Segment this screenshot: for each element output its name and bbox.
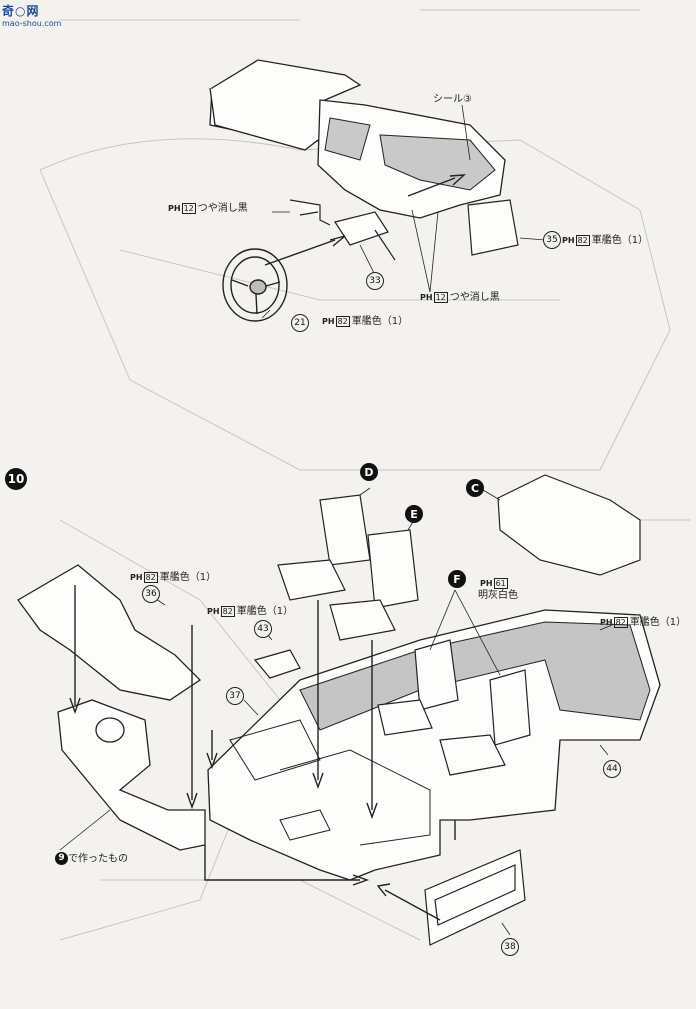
- seat-e-marker: E: [405, 505, 423, 523]
- watermark-logo: 奇○网 mao-shou.com: [2, 2, 70, 36]
- step2-arrows: [69, 585, 456, 921]
- step1-leaders: [261, 104, 546, 319]
- step1-arrows: [264, 174, 466, 266]
- part-38-marker: 38: [501, 938, 519, 956]
- watermark-text: 奇○网: [2, 4, 40, 18]
- step-number-badge: 10: [5, 468, 27, 490]
- rear-seat-c: [497, 474, 641, 576]
- tub-rear-wall: [299, 621, 651, 731]
- brake-pedal: [253, 649, 301, 679]
- seat-f-marker: F: [448, 570, 466, 588]
- part-35-marker: 35: [543, 231, 561, 249]
- dash-top-piece: [17, 564, 202, 701]
- dash-side-panel: [467, 199, 519, 256]
- tailgate: [424, 849, 526, 946]
- dash-lower-piece: [57, 699, 206, 851]
- seat-c-marker: C: [466, 479, 484, 497]
- steering-wheel: [222, 248, 288, 322]
- seats-f: [377, 639, 531, 776]
- part-44-marker: 44: [603, 760, 621, 778]
- part-37-marker: 37: [226, 687, 244, 705]
- dashboard-shade: [324, 117, 496, 191]
- seal-label: シール③: [433, 94, 472, 105]
- light-gray-name-label: 明灰白色: [478, 590, 518, 601]
- part-36-marker: 36: [142, 585, 160, 603]
- steering-column: [289, 199, 396, 261]
- watermark-url: mao-shou.com: [2, 19, 62, 28]
- part-43-marker: 43: [254, 620, 272, 638]
- seat-d: [277, 494, 371, 601]
- part-21-marker: 21: [291, 314, 309, 332]
- step9-ref-badge: 9: [55, 852, 68, 865]
- seat-d-marker: D: [360, 463, 378, 481]
- tub-floor-detail: [229, 719, 431, 846]
- seat-e: [329, 529, 419, 641]
- part-33-marker: 33: [366, 272, 384, 290]
